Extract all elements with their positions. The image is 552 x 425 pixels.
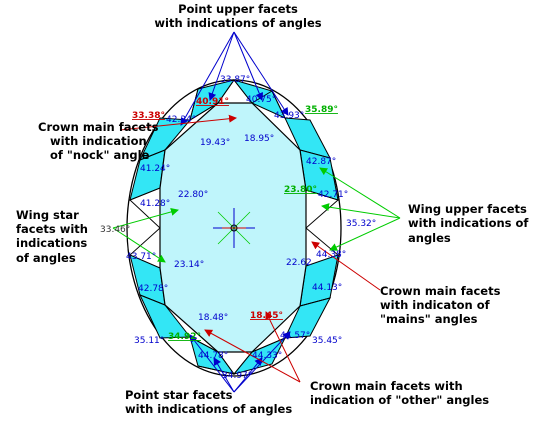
callout-point-star-1: Point star facets xyxy=(125,388,233,402)
angle-43-93: 43.93° xyxy=(274,111,304,121)
angle-33-46: 33.46° xyxy=(100,225,130,235)
callout-crown-nock-3: of "nock" angle xyxy=(50,148,150,162)
point-upper-arrows xyxy=(180,31,289,126)
angle-33-38: 33.38° xyxy=(132,111,165,121)
angle-23-80: 23.80° xyxy=(284,185,317,195)
angle-41-28: 41.28° xyxy=(140,199,170,209)
angle-43-71: 43.71° xyxy=(126,252,156,262)
facet-edges xyxy=(129,79,339,375)
angle-42-87: 42.87° xyxy=(306,157,336,167)
angle-18-45: 18.45° xyxy=(250,311,283,321)
callout-crown-other-2: indication of "other" angles xyxy=(310,393,489,407)
angle-44-38: 44.38° xyxy=(316,250,346,260)
callout-crown-mains-1: Crown main facets xyxy=(380,284,501,298)
angle-35-45: 35.45° xyxy=(312,336,342,346)
callout-wing-upper-1: Wing upper facets xyxy=(408,202,527,216)
callout-crown-nock-2: with indication xyxy=(50,134,147,148)
angle-41-24: 41.24° xyxy=(140,164,170,174)
angle-22-80: 22.80° xyxy=(178,190,208,200)
callout-crown-nock-1: Crown main facets xyxy=(38,120,159,134)
angle-44-78: 44.78° xyxy=(198,351,228,361)
callout-crown-mains-2: with indicaton of xyxy=(380,298,491,312)
callout-wing-upper-3: angles xyxy=(408,231,451,245)
angle-18-95: 18.95° xyxy=(244,134,274,144)
angle-40-91: 40.91° xyxy=(196,97,229,107)
angle-19-43: 19.43° xyxy=(200,138,230,148)
angle-18-48: 18.48° xyxy=(198,313,228,323)
center-marker xyxy=(213,208,255,248)
callout-wing-star-4: of angles xyxy=(16,251,76,265)
callout-crown-mains-3: "mains" angles xyxy=(380,312,478,326)
angle-42-71: 42.71° xyxy=(318,190,348,200)
callout-point-upper-2: with indications of angles xyxy=(154,16,321,30)
angle-22-62: 22.62 xyxy=(286,258,312,268)
angle-42-78: 42.78° xyxy=(138,284,168,294)
callout-wing-upper-2: with indications of xyxy=(408,216,529,230)
angle-40-75: 40.75° xyxy=(246,95,276,105)
angle-44-33: 44.33° xyxy=(252,351,282,361)
callout-point-star-2: with indications of angles xyxy=(125,402,292,416)
angle-34-92: 34.92° xyxy=(168,332,201,342)
angle-35-32: 35.32° xyxy=(346,219,376,229)
green-arrows xyxy=(112,167,401,263)
callout-wing-star-3: indications xyxy=(16,236,87,250)
callout-point-upper-1: Point upper facets xyxy=(178,2,298,16)
angle-35-11: 35.11° xyxy=(134,336,164,346)
angle-42-24: 42.24° xyxy=(166,115,196,125)
angle-35-89: 35.89° xyxy=(305,105,338,115)
red-arrows xyxy=(119,114,381,383)
angle-values: 33.87° 33.38° 40.91° 40.75° 35.89° 42.24… xyxy=(100,75,376,381)
angle-34-97: 34.97° xyxy=(222,371,252,381)
callout-crown-other-1: Crown main facets with xyxy=(310,379,463,393)
callout-wing-star-2: facets with xyxy=(16,222,88,236)
angle-44-13: 44.13° xyxy=(312,283,342,293)
angle-33-87: 33.87° xyxy=(220,75,250,85)
callouts: Point upper facets with indications of a… xyxy=(16,2,529,416)
angle-44-57: 44.57° xyxy=(280,331,310,341)
callout-wing-star-1: Wing star xyxy=(16,208,79,222)
angle-23-14: 23.14° xyxy=(174,260,204,270)
